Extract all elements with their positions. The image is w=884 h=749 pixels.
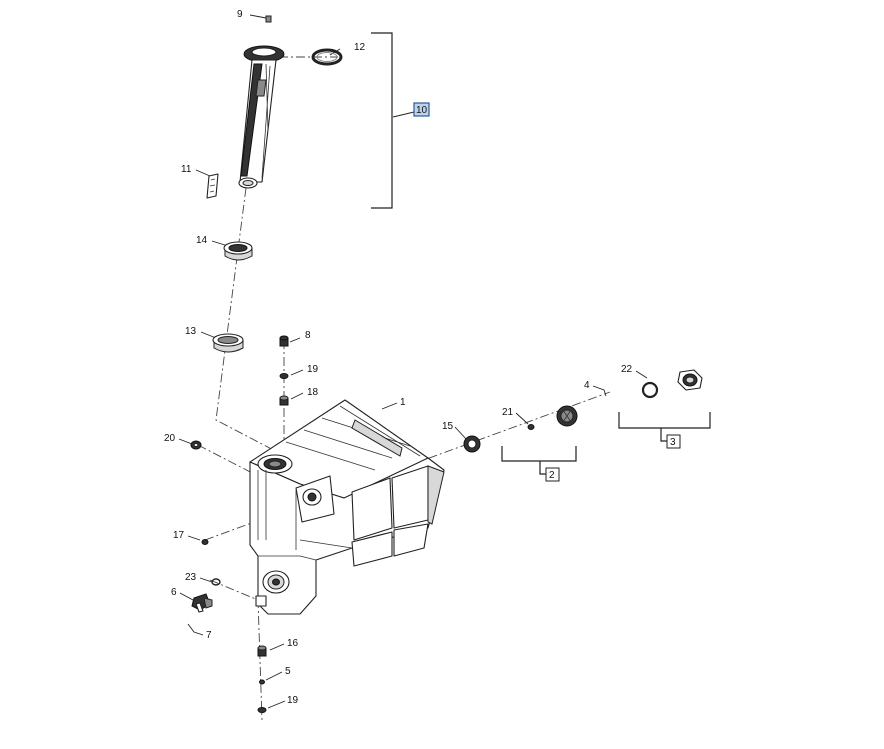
bracket-kit-3 [618,412,711,442]
part-18-nut [279,395,289,406]
part-8-plug [279,335,289,347]
callout-15: 15 [442,421,454,432]
callout-19-bottom: 19 [287,695,299,706]
part-12-o-ring [311,48,343,66]
part-19-washer-top [279,373,289,379]
part-23-washer [211,578,221,586]
kit-number-3: 3 [670,437,676,448]
cap-nut [677,369,703,391]
bracket-kit-10 [371,32,393,209]
callout-8: 8 [305,330,311,341]
callout-4: 4 [584,380,590,391]
callout-23: 23 [185,572,197,583]
callout-11: 11 [181,164,192,175]
callout-18: 18 [307,387,319,398]
part-16-fitting [257,645,267,657]
bracket-kit-2 [501,446,577,475]
callout-17: 17 [173,530,185,541]
callout-14: 14 [196,235,208,246]
part-5-seal [259,679,265,685]
callout-labels: 9 12 11 14 13 8 19 18 1 20 15 21 4 22 17… [164,9,633,706]
callout-22: 22 [621,364,633,375]
part-11-filter [206,173,219,199]
part-20-clip [190,440,202,450]
part-21-seal [527,424,535,430]
kit-label-10[interactable]: 10 [413,102,430,117]
kit-label-3[interactable]: 3 [666,434,681,449]
kit-label-2[interactable]: 2 [545,467,560,482]
callout-1: 1 [400,397,406,408]
part-10-filler-tube [238,45,285,189]
callout-19-top: 19 [307,364,319,375]
kit-brackets [371,32,711,475]
callout-13: 13 [185,326,197,337]
part-13-seal [212,333,244,353]
callout-16: 16 [287,638,299,649]
pump-assembly [556,405,578,427]
callout-21: 21 [502,407,514,418]
part-9-screw [265,15,272,23]
kit-number-2: 2 [549,470,555,481]
part-6-sensor [191,593,213,613]
callout-20: 20 [164,433,176,444]
callout-7: 7 [206,630,212,641]
part-14-grommet [223,241,253,261]
callout-9: 9 [237,9,243,20]
part-22-ring [641,381,659,399]
part-19-washer-bottom [257,707,267,713]
callout-5: 5 [285,666,291,677]
part-17-pin [201,539,209,545]
part-15-grommet [463,435,481,453]
part-1-reservoir-tank [249,399,445,615]
callout-12: 12 [354,42,366,53]
kit-number-10: 10 [416,105,428,116]
callout-6: 6 [171,587,177,598]
